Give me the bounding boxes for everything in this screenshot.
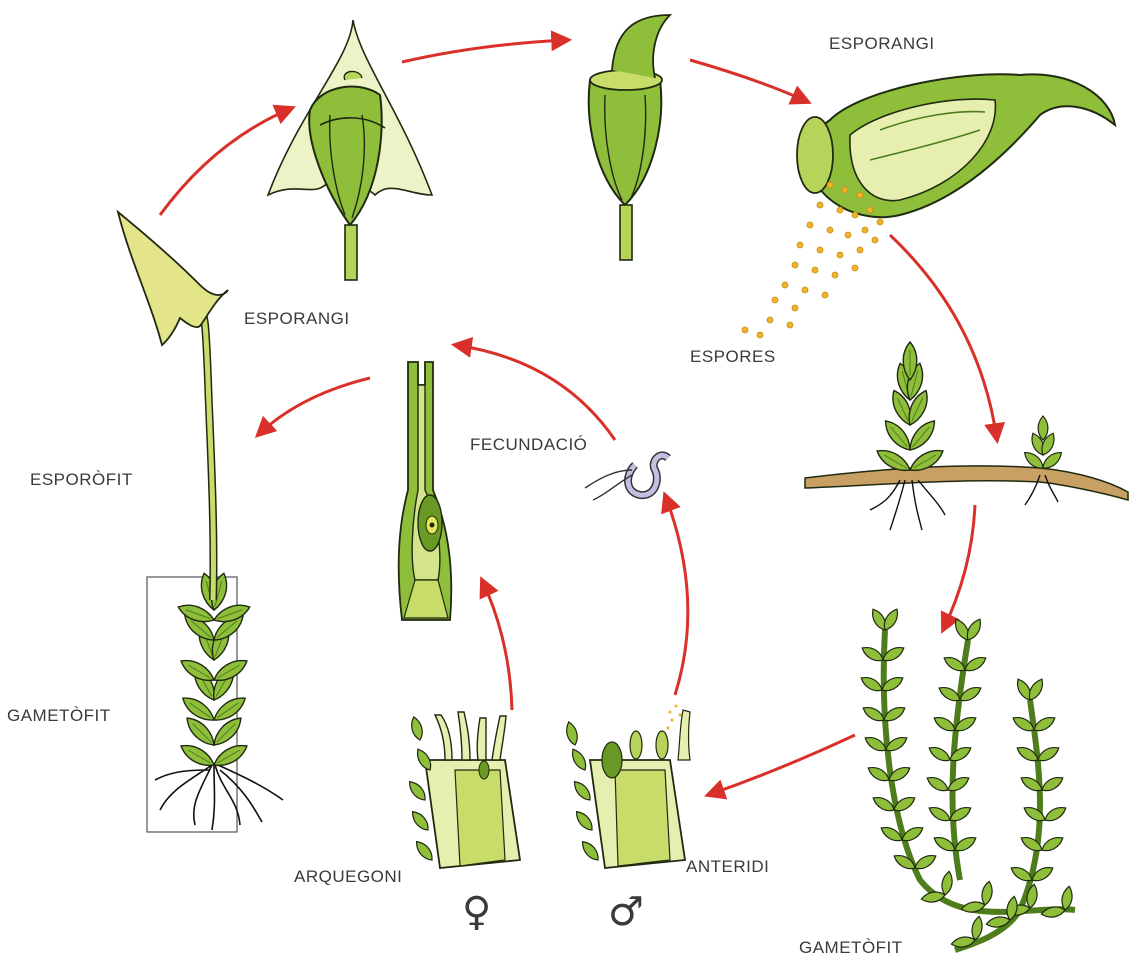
arrow-open-capsule-to-sporangium — [690, 60, 808, 102]
sporophyte-plant — [118, 212, 283, 832]
label-antheridium: ANTERIDI — [686, 857, 769, 877]
label-spores: ESPORES — [690, 347, 776, 367]
sperm-cell — [585, 455, 668, 500]
protonema — [805, 342, 1128, 530]
female-symbol: ♀ — [462, 892, 491, 932]
rhizoids — [155, 765, 283, 830]
label-gametophyte-left: GAMETÒFIT — [7, 706, 111, 726]
young-gametophyte-large — [874, 342, 947, 476]
archegonia-section — [406, 712, 520, 868]
antheridia-section — [564, 705, 690, 869]
sporangium-section — [797, 74, 1115, 217]
gametophyte-leaves — [176, 572, 252, 771]
label-gametophyte-right: GAMETÒFIT — [799, 938, 903, 958]
label-fertilization: FECUNDACIÓ — [470, 435, 587, 455]
arrow-sporophyte-to-capsule — [160, 108, 292, 215]
arrow-antheridium-to-sperm — [665, 495, 688, 695]
capsule-with-calyptra — [268, 20, 432, 280]
label-sporangium-left: ESPORANGI — [244, 309, 350, 329]
arrow-fertilization-to-embryo — [455, 345, 615, 440]
arrow-capsule-to-open-capsule — [402, 40, 568, 62]
sporophyte-capsule — [118, 212, 228, 345]
label-sporangium-right: ESPORANGI — [829, 34, 935, 54]
label-archegonium: ARQUEGONI — [294, 867, 402, 887]
arrow-archegonium-to-embryo — [482, 580, 512, 710]
arrow-protonema-to-gametophyte — [943, 505, 975, 630]
arrow-gametophyte-to-antheridium — [708, 735, 855, 795]
fertilized-archegonium — [399, 362, 452, 620]
male-symbol: ♂ — [608, 892, 644, 932]
opening-capsule — [589, 15, 670, 260]
gametophyte-shoots — [859, 607, 1075, 950]
arrow-embryo-to-sporophyte — [258, 378, 370, 435]
label-sporophyte: ESPORÒFIT — [30, 470, 133, 490]
young-gametophyte-small — [1021, 416, 1064, 472]
